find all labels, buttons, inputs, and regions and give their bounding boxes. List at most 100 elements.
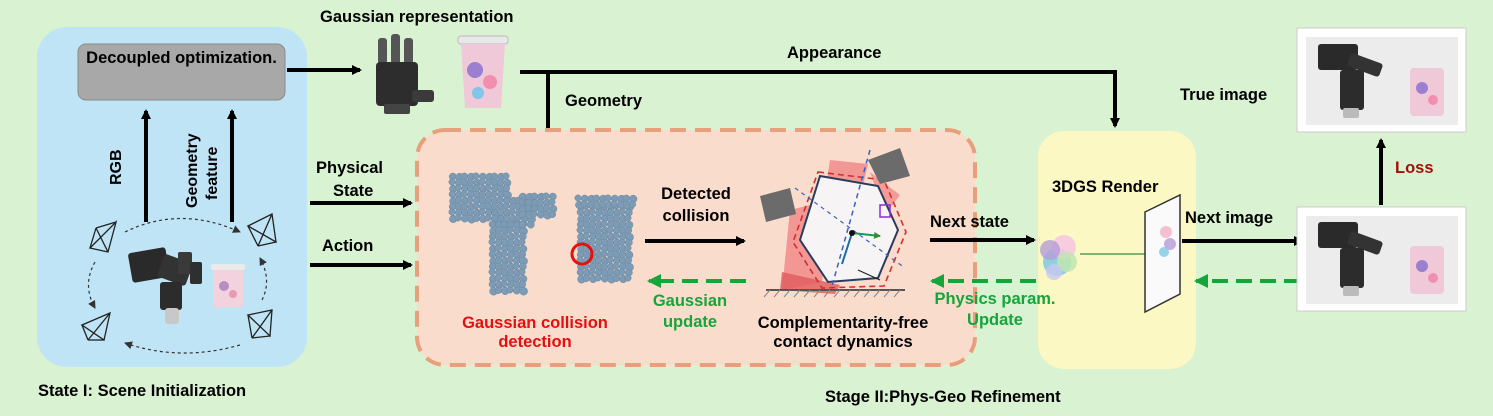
gaussian-point [506, 286, 514, 294]
gaussian-point [606, 238, 615, 246]
gaussian-point [488, 220, 497, 228]
gaussian-point [610, 200, 618, 208]
gaussian-point [494, 286, 503, 294]
gaussian-point [496, 208, 505, 216]
gaussian-point [478, 208, 486, 216]
gaussian-point [548, 210, 557, 218]
gaussian-point [576, 268, 585, 276]
gaussian-point [594, 214, 602, 222]
gaussian-point [530, 210, 538, 218]
gaussian-point [500, 250, 508, 258]
gaussian-point [594, 244, 602, 252]
gaussian-point [588, 220, 597, 228]
gaussian-point [612, 244, 621, 252]
stage1-caption: State I: Scene Initialization [38, 382, 247, 400]
gaussian-point [548, 198, 556, 206]
appearance-label: Appearance [787, 44, 882, 62]
gaussian-point [500, 220, 508, 228]
gaussian-point [490, 202, 499, 210]
gaussian-point [592, 194, 601, 202]
gaussian-point [536, 210, 545, 219]
gaussian-point [582, 274, 591, 282]
gaussian-collision-detection-label-line2: detection [498, 333, 572, 351]
gaussian-point [618, 220, 627, 228]
gaussian-point [628, 200, 637, 208]
gaussian-point [490, 172, 499, 180]
action-label: Action [322, 237, 374, 255]
gaussian-point [484, 214, 492, 222]
gaussian-point [448, 178, 456, 186]
gaussian-hand-image [376, 34, 434, 114]
gaussian-point [488, 250, 497, 258]
gaussian-point [472, 214, 481, 222]
gaussian-point [600, 274, 609, 283]
next-state-label: Next state [930, 213, 1009, 231]
geometry-label: Geometry [565, 92, 643, 110]
gaussian-point [518, 280, 527, 288]
gaussian-point [512, 286, 521, 295]
gaussian-cup-image [457, 35, 509, 108]
stage2-caption: Stage II:Phys-Geo Refinement [825, 388, 1061, 406]
gaussian-point [494, 256, 503, 264]
gaussian-point [488, 280, 497, 288]
detected-collision-label-line1: Detected [661, 185, 731, 203]
gaussian-point [518, 238, 526, 246]
gaussian-point [478, 178, 486, 186]
gaussian-point [506, 256, 514, 264]
gaussian-point [606, 208, 615, 216]
camera-icon-top-left [88, 219, 118, 253]
gaussian-point [586, 200, 595, 209]
gaussian-point [500, 232, 509, 240]
gaussian-point [502, 184, 511, 192]
gaussian-point [454, 214, 462, 222]
gaussian-point [460, 202, 469, 210]
gaussian-point [500, 262, 509, 270]
gaussian-point [524, 204, 532, 212]
gaussian-point [616, 200, 625, 209]
gaussian-point [454, 196, 463, 204]
gaussian-point [454, 184, 462, 192]
gaussian-point [612, 232, 620, 240]
gaussian-point [460, 172, 469, 180]
gaussian-point [506, 268, 515, 276]
gaussian-point [518, 220, 527, 228]
gaussian-point [624, 214, 632, 222]
gaussian-point [604, 194, 612, 202]
render-title: 3DGS Render [1052, 178, 1159, 196]
physics-param-label-line2: Update [967, 311, 1023, 329]
gaussian-point [466, 178, 475, 186]
gaussian-point [588, 238, 596, 246]
gaussian-point [484, 184, 492, 192]
gaussian-point [606, 268, 615, 276]
render-panel [1038, 131, 1196, 369]
gaussian-point [622, 194, 631, 202]
physics-param-label-line1: Physics param. [934, 290, 1056, 308]
gaussian-point [448, 190, 457, 198]
gaussian-point [508, 208, 516, 216]
gaussian-point [466, 208, 475, 216]
gaussian-point [518, 210, 527, 218]
gaussian-update-label-line1: Gaussian [652, 292, 728, 310]
gaussian-point [582, 214, 591, 222]
gaussian-point [536, 198, 545, 206]
gaussian-point [502, 202, 510, 210]
gaussian-point [574, 194, 582, 202]
collision-marker [570, 242, 594, 266]
gaussian-point [488, 238, 496, 246]
contact-dynamics-label-line1: Complementarity-free [757, 314, 929, 332]
gaussian-point [594, 256, 603, 264]
gaussian-point-cloud [448, 172, 638, 296]
rgb-label: RGB [108, 149, 125, 185]
gaussian-point [496, 196, 504, 204]
gaussian-point [594, 226, 603, 234]
gaussian-representation-label: Gaussian representation [320, 8, 514, 26]
gaussian-point [600, 250, 608, 258]
next-image-cup [1410, 246, 1444, 294]
physical-state-label-line1: Physical [316, 159, 383, 177]
gaussian-point [588, 268, 596, 276]
gaussian-point [624, 256, 633, 264]
gaussian-point [618, 250, 627, 258]
gaussian-point [448, 208, 456, 216]
scene-robot-hand-image [128, 247, 202, 324]
camera-icon-bottom-right [246, 309, 273, 339]
